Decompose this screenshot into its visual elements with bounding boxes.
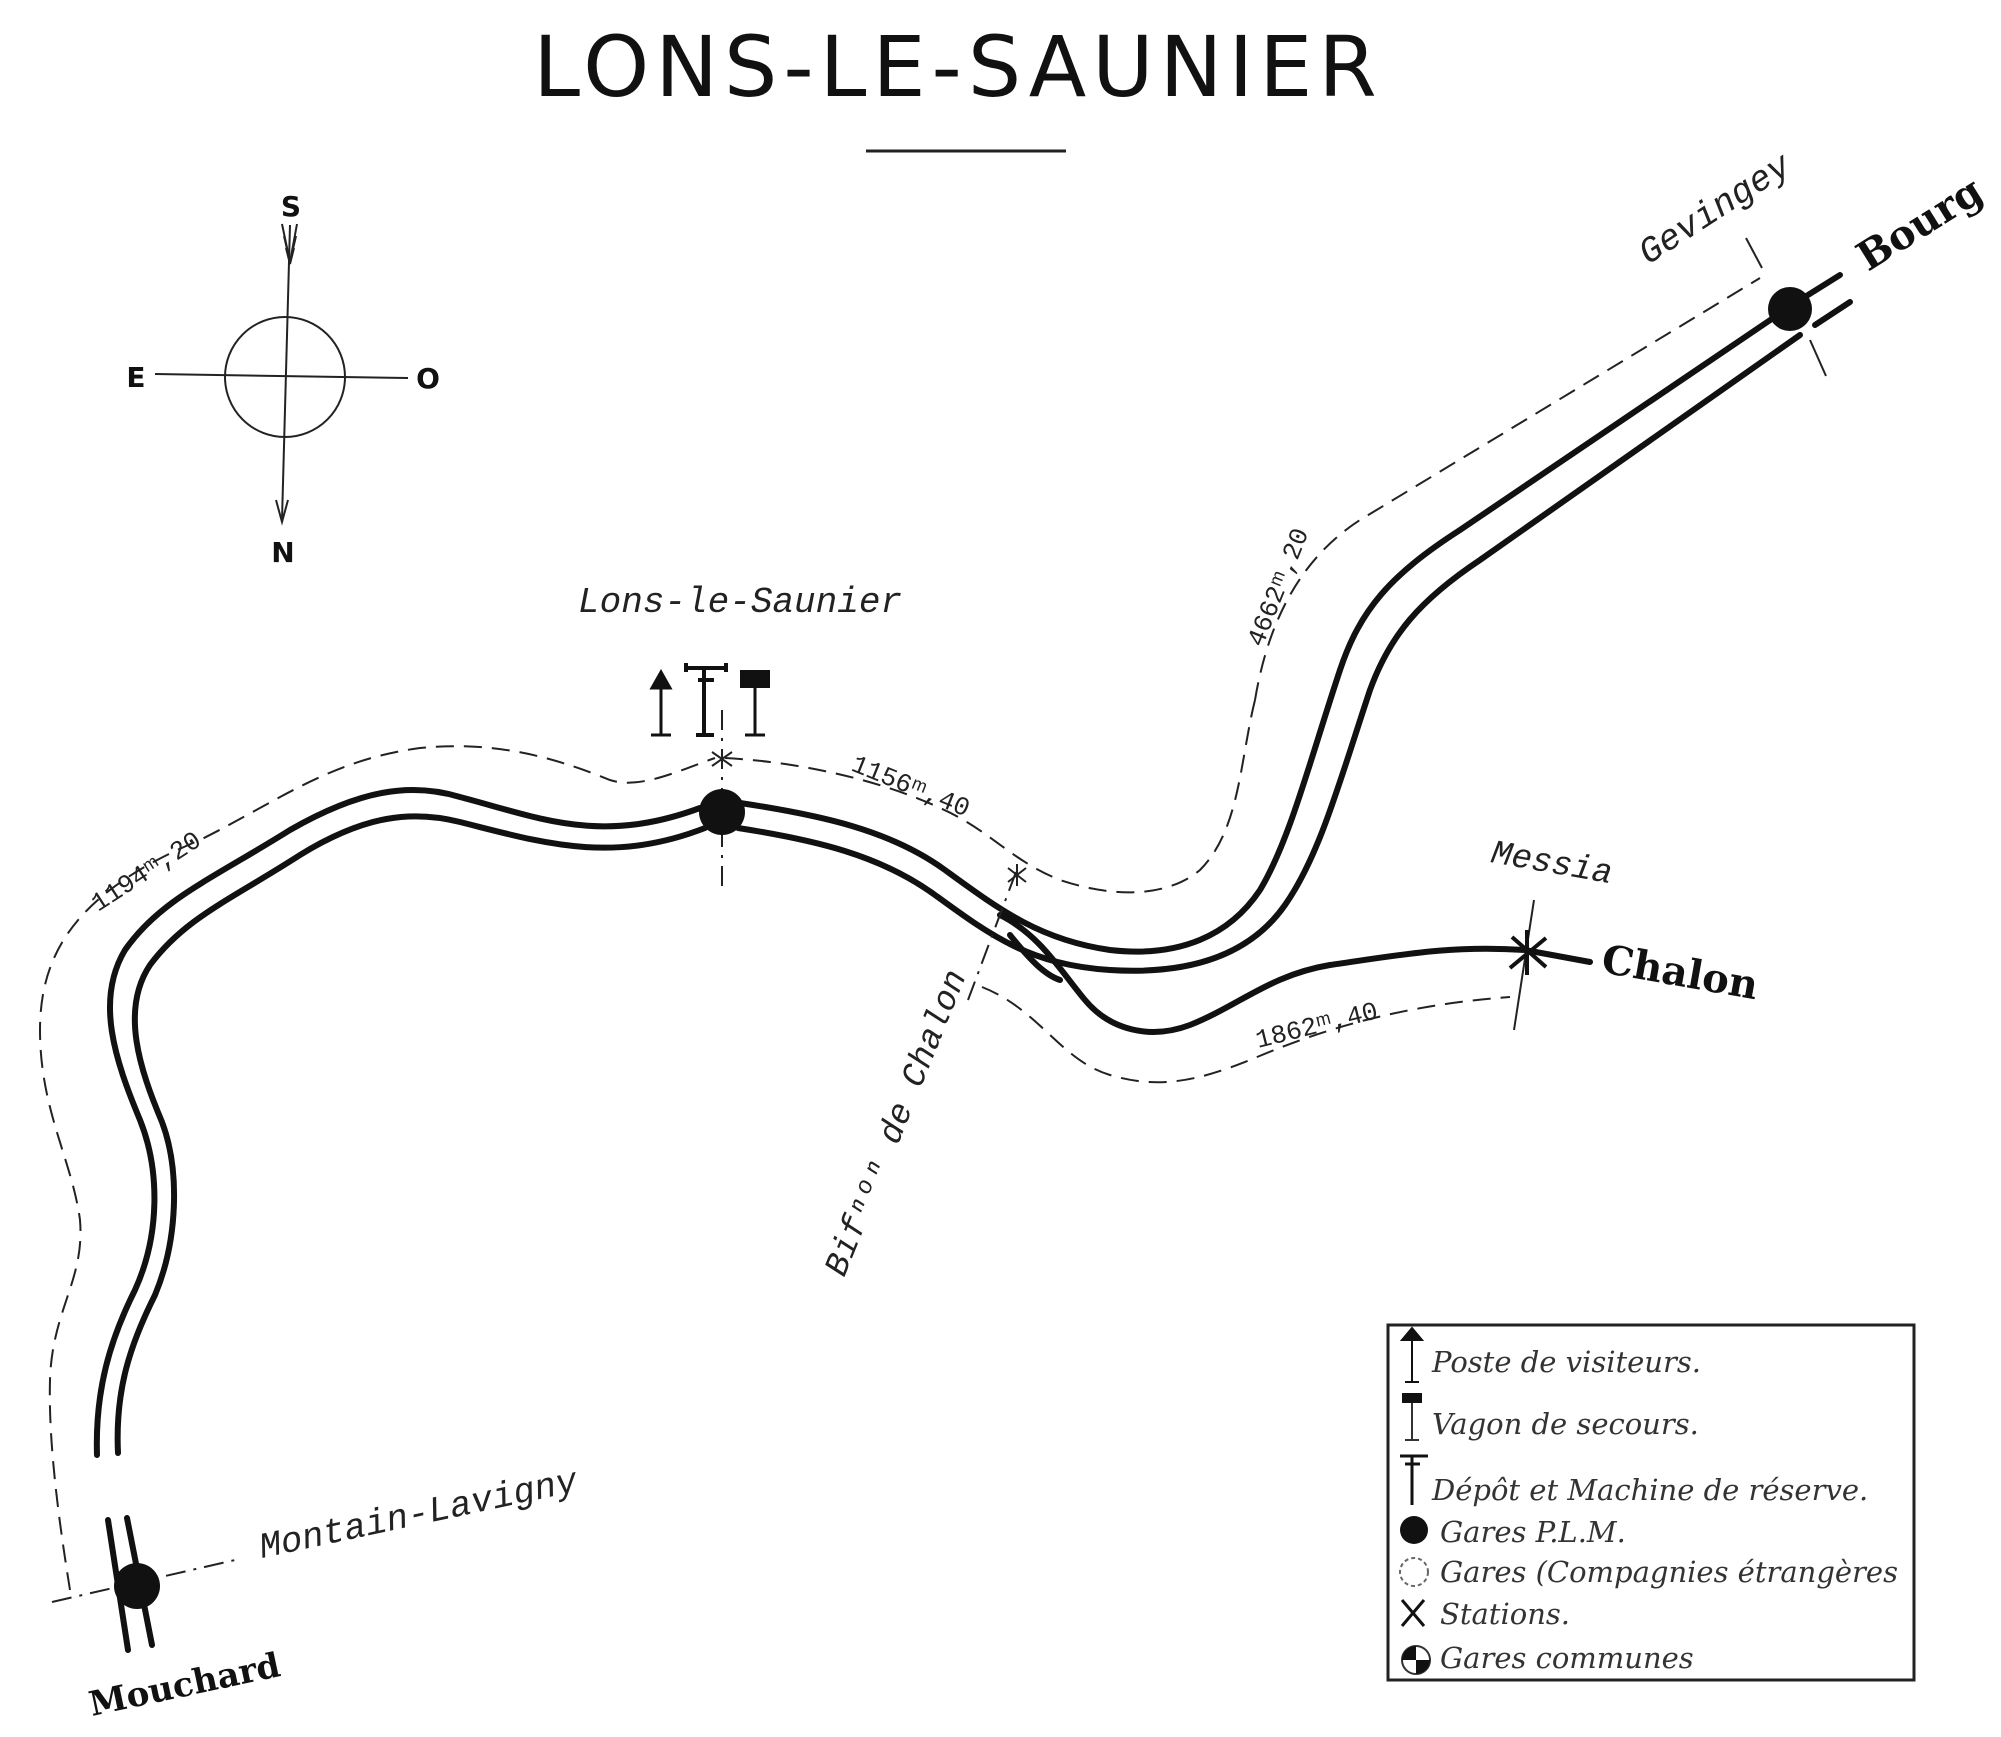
plm-station-icon [1400,1516,1428,1544]
bourg-station-marker[interactable] [1768,287,1812,331]
messia-halt-marker[interactable] [1508,930,1548,975]
svg-text:Poste de visiteurs.: Poste de visiteurs. [1431,1345,1701,1379]
bifurcation-axis [967,871,1017,1001]
mouchard-tracks [105,1515,155,1653]
distance-label-1862: 1862ᵐ,40 [1253,996,1381,1055]
distance-line-1862 [981,986,1511,1084]
compass-south: S [281,190,301,223]
svg-text:Gares P.L.M.: Gares P.L.M. [1440,1515,1626,1549]
legend-item-shared-station: Gares communes [1401,1641,1694,1675]
shared-station-icon [1401,1645,1431,1675]
distance-line-1194 [38,745,716,1591]
compass-south-feather-icon [281,223,298,265]
rescue-wagon-icon [740,670,770,688]
lons-station-marker[interactable] [699,789,745,835]
bourg-axis [1809,339,1827,377]
halt-icon [1400,1599,1426,1627]
legend-item-visitor-post: Poste de visiteurs. [1399,1326,1701,1383]
compass-ns-axis [281,224,291,521]
distance-label-1194: 1194ᵐ,20 [86,826,207,919]
depot-icon [684,663,728,737]
legend: Poste de visiteurs. Vagon de secours. Dé… [1386,1323,1916,1682]
foreign-station-icon [1399,1557,1429,1587]
lons-crossmark-icon [711,751,733,767]
compass-east: E [126,361,145,394]
distance-label-1156: 1156ᵐ,40 [847,750,974,825]
map-title: LONS-LE-SAUNIER [533,18,1382,116]
visitor-post-icon [649,668,673,737]
visitor-post-icon [1399,1326,1425,1383]
messia-tick [1513,899,1535,1031]
svg-text:Dépôt et Machine de réserve.: Dépôt et Machine de réserve. [1431,1473,1868,1507]
distance-line-1156 [724,699,1256,894]
legend-item-rescue-wagon: Vagon de secours. [1402,1393,1699,1441]
lons-service-symbols [649,663,770,737]
label-bifurcation: Bifⁿᵒⁿ de Chalon [819,965,977,1282]
legend-box [1386,1323,1916,1682]
mouchard-station-marker[interactable] [114,1563,160,1609]
legend-item-plm-station: Gares P.L.M. [1400,1515,1626,1549]
bifurcation-crossmark-icon [1007,864,1027,886]
svg-text:Stations.: Stations. [1440,1597,1570,1631]
legend-item-depot: Dépôt et Machine de réserve. [1400,1454,1868,1507]
label-lons: Lons-le-Saunier [578,582,902,623]
compass-north: N [271,536,294,569]
compass-west: O [416,362,440,395]
label-bourg: Bourg [1848,167,1990,280]
label-chalon: Chalon [1598,936,1762,1010]
svg-text:Gares communes: Gares communes [1440,1641,1694,1675]
legend-item-foreign-station: Gares (Compagnies étrangères [1399,1555,1898,1589]
svg-text:Gares (Compagnies étrangères: Gares (Compagnies étrangères [1440,1555,1898,1589]
label-messia: Messia [1488,835,1615,894]
rescue-wagon-icon [1402,1393,1422,1403]
main-line-track [93,272,1853,1458]
label-montain: Montain-Lavigny [256,1461,583,1569]
svg-text:Vagon de secours.: Vagon de secours. [1432,1407,1699,1441]
label-gevingey: Gevingey [1632,145,1800,274]
depot-icon [1400,1454,1428,1505]
compass-eo-axis [154,373,409,379]
distance-label-4662: 4662ᵐ,20 [1242,524,1317,651]
distance-line-4662 [1254,277,1761,701]
label-mouchard: Mouchard [86,1645,284,1724]
compass-rose: S E O N [126,190,439,569]
legend-item-halt: Stations. [1400,1597,1570,1631]
gevingey-tick [1745,237,1763,269]
compass-north-arrow-icon [275,499,289,526]
